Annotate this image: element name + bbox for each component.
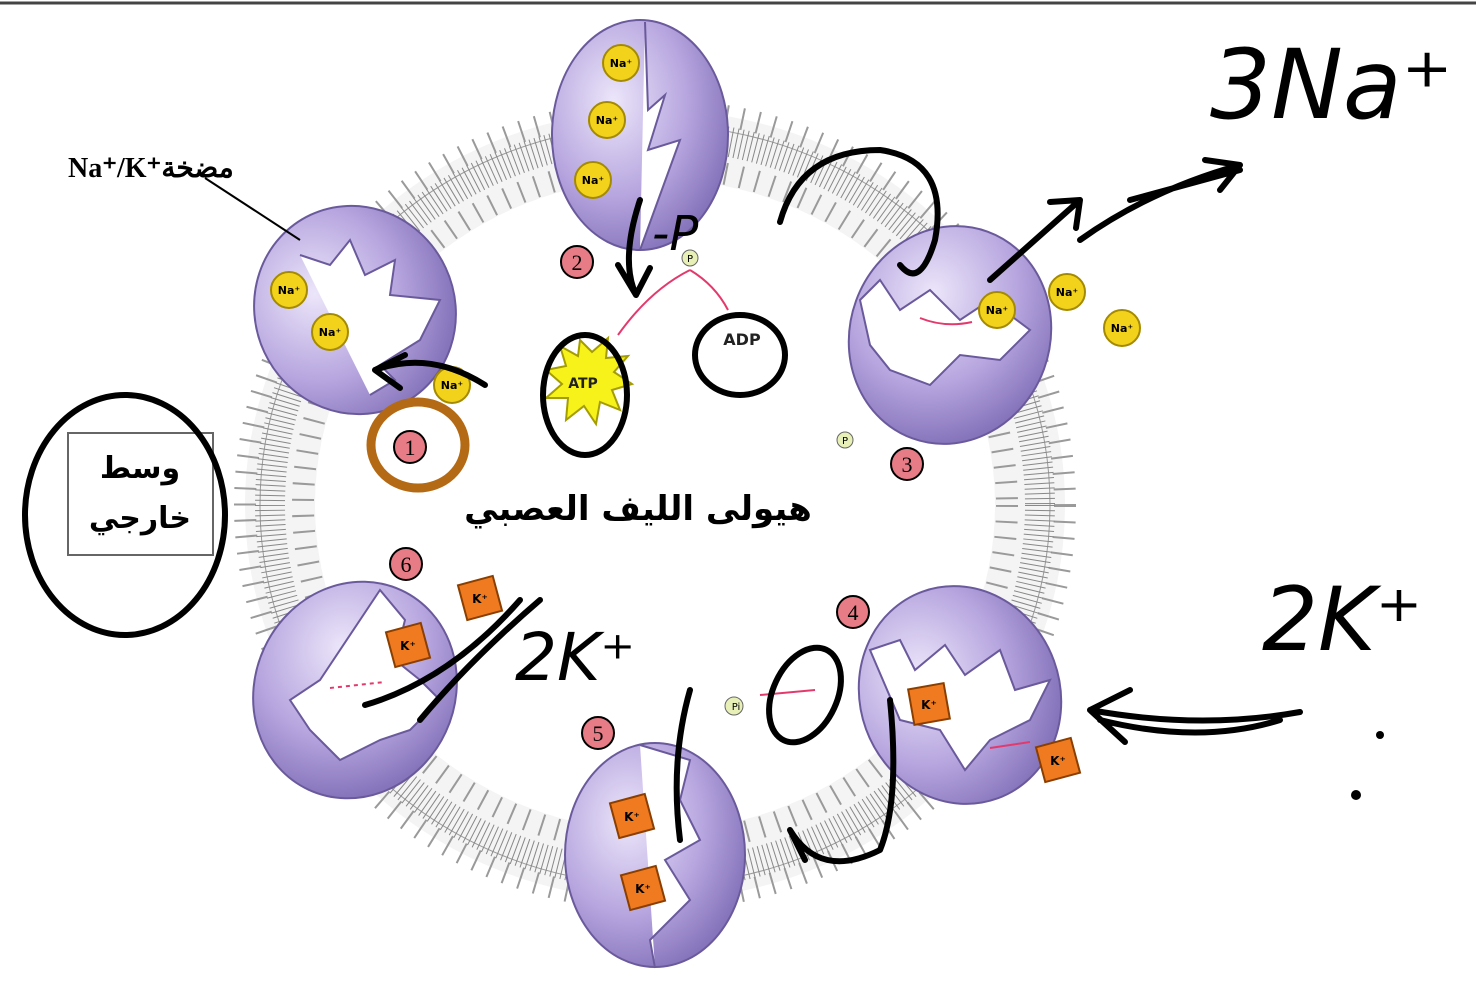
svg-text:ADP: ADP bbox=[723, 330, 761, 349]
svg-text:Pi: Pi bbox=[732, 702, 741, 713]
svg-text:ATP: ATP bbox=[568, 376, 598, 392]
pump-label: Na⁺/K⁺مضخة bbox=[68, 153, 234, 184]
outside-label-line2: خارجي bbox=[89, 501, 191, 536]
svg-text:Na⁺: Na⁺ bbox=[319, 326, 342, 339]
na-ion: Na⁺ bbox=[271, 272, 307, 308]
svg-text:K⁺: K⁺ bbox=[1050, 754, 1066, 768]
pump-label-pointer bbox=[205, 178, 300, 240]
na-ion: Na⁺ bbox=[1049, 274, 1085, 310]
svg-text:1: 1 bbox=[405, 435, 416, 460]
step-badge-6: 6 bbox=[390, 548, 422, 580]
step-badge-1: 1 bbox=[394, 431, 426, 463]
step-badge-5: 5 bbox=[582, 717, 614, 749]
adp-molecule: ADP bbox=[723, 330, 761, 349]
k-ion: K⁺ bbox=[621, 866, 665, 910]
cytoplasm-label: هيولى الليف العصبي bbox=[464, 489, 812, 529]
na-ion: Na⁺ bbox=[603, 45, 639, 81]
na-note: 3Na⁺ bbox=[1210, 29, 1452, 141]
na-ion: Na⁺ bbox=[979, 292, 1015, 328]
svg-text:Na⁺: Na⁺ bbox=[582, 174, 605, 187]
step-badge-3: 3 bbox=[891, 448, 923, 480]
svg-text:K⁺: K⁺ bbox=[635, 882, 651, 896]
svg-text:Na⁺: Na⁺ bbox=[278, 284, 301, 297]
k-note-inner: 2K⁺ bbox=[515, 619, 635, 696]
svg-text:K⁺: K⁺ bbox=[400, 639, 416, 653]
pump-protein-step2 bbox=[552, 20, 728, 250]
outside-label-line1: وسط bbox=[100, 451, 180, 486]
na-ion: Na⁺ bbox=[312, 314, 348, 350]
na-ion: Na⁺ bbox=[575, 162, 611, 198]
svg-text:P: P bbox=[842, 436, 848, 447]
arrow-na-out-2 bbox=[1080, 160, 1240, 240]
na-ion: Na⁺ bbox=[1104, 310, 1140, 346]
svg-text:Na⁺: Na⁺ bbox=[610, 57, 633, 70]
pump-protein-step5 bbox=[565, 743, 745, 968]
k-ion: K⁺ bbox=[1036, 738, 1080, 782]
k-ion: K⁺ bbox=[458, 576, 502, 620]
step-badge-2: 2 bbox=[561, 246, 593, 278]
svg-text:5: 5 bbox=[593, 721, 604, 746]
arrow-k-in bbox=[1090, 690, 1300, 742]
step-badge-4: 4 bbox=[837, 596, 869, 628]
svg-text:K⁺: K⁺ bbox=[472, 592, 488, 606]
phosphate-step3: P bbox=[837, 432, 853, 448]
k-ion: K⁺ bbox=[610, 794, 654, 838]
phosphate-pi: Pi bbox=[725, 697, 743, 715]
svg-text:3: 3 bbox=[902, 452, 913, 477]
outside-medium-box: وسط خارجي bbox=[68, 433, 213, 555]
na-ion: Na⁺ bbox=[589, 102, 625, 138]
k-ion: K⁺ bbox=[386, 623, 430, 667]
svg-text:K⁺: K⁺ bbox=[624, 810, 640, 824]
svg-text:Na⁺: Na⁺ bbox=[986, 304, 1009, 317]
p-note: -P bbox=[652, 206, 698, 262]
svg-text:4: 4 bbox=[848, 600, 859, 625]
svg-text:2: 2 bbox=[572, 250, 583, 275]
svg-text:K⁺: K⁺ bbox=[921, 698, 937, 712]
k-note-right: 2K⁺ bbox=[1262, 568, 1422, 671]
svg-text:Na⁺: Na⁺ bbox=[1056, 286, 1079, 299]
svg-text:Na⁺: Na⁺ bbox=[596, 114, 619, 127]
svg-text:Na⁺: Na⁺ bbox=[1111, 322, 1134, 335]
svg-text:6: 6 bbox=[401, 552, 412, 577]
k-ion: K⁺ bbox=[908, 683, 950, 725]
svg-text:Na⁺: Na⁺ bbox=[441, 379, 464, 392]
